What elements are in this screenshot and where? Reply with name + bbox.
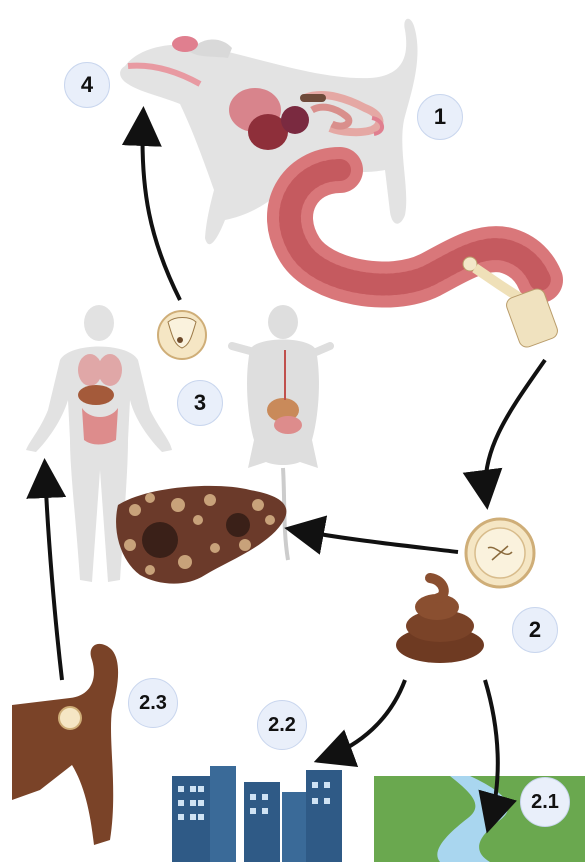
liver-cysts-icon xyxy=(116,486,286,584)
step-badge-2-3: 2.3 xyxy=(128,678,178,728)
protoscolex-icon xyxy=(158,311,206,359)
intestine-icon xyxy=(290,170,540,285)
step-badge-1: 1 xyxy=(417,94,463,140)
step-badge-3: 3 xyxy=(177,380,223,426)
arrow-1-to-egg xyxy=(485,360,545,498)
city-buildings-icon xyxy=(172,766,342,862)
arrow-egg-to-liver xyxy=(296,530,458,552)
arrow-3-to-4 xyxy=(142,118,180,300)
arrow-2-to-2-2 xyxy=(325,680,405,758)
egg-icon xyxy=(466,519,534,587)
step-badge-4: 4 xyxy=(64,62,110,108)
feces-icon xyxy=(396,578,484,663)
step-badge-2: 2 xyxy=(512,607,558,653)
dog-tail-icon xyxy=(12,644,118,845)
step-badge-2-1: 2.1 xyxy=(520,777,570,827)
arrow-2-3-to-human xyxy=(45,470,62,680)
step-badge-2-2: 2.2 xyxy=(257,700,307,750)
